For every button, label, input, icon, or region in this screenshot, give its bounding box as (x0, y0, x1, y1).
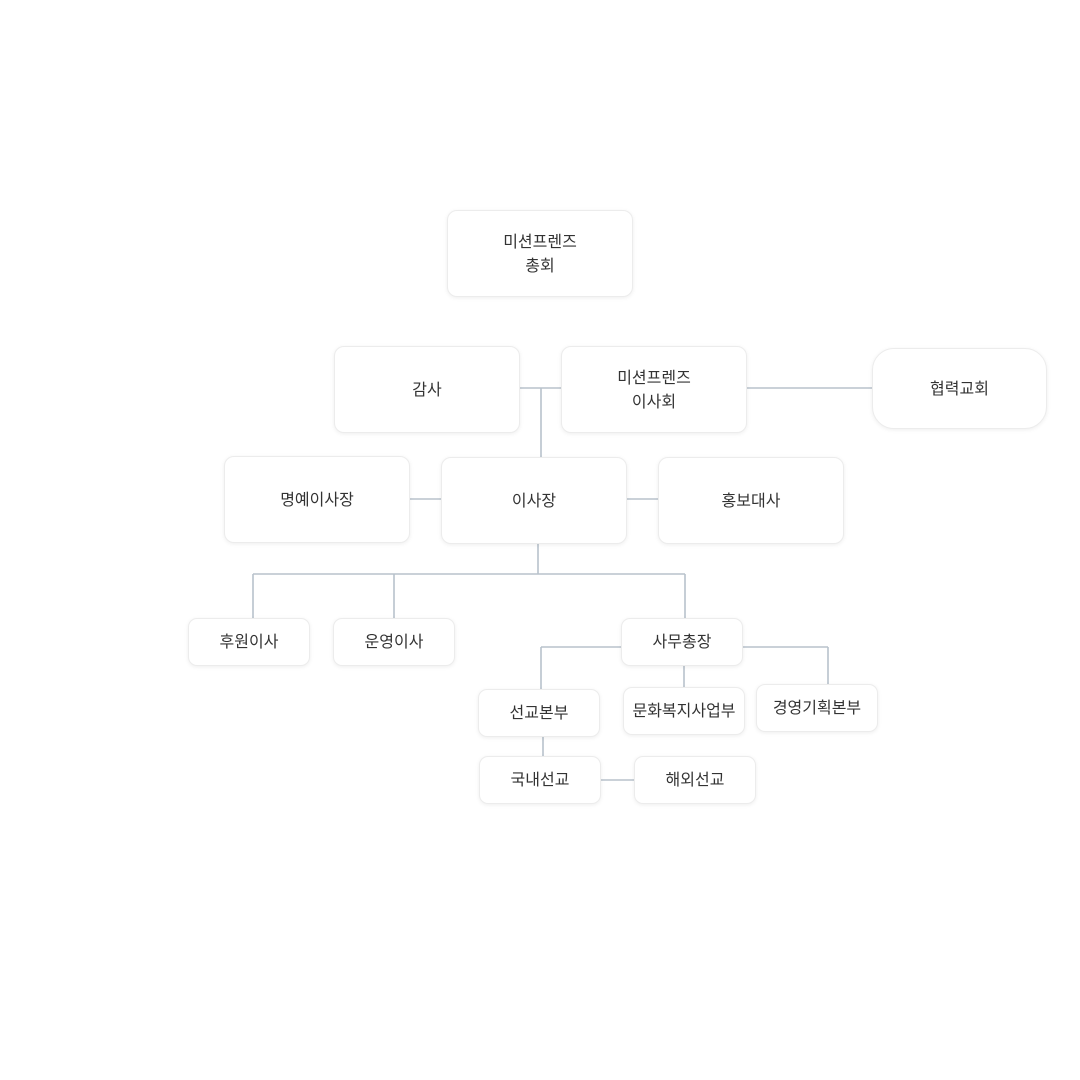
node-honorary-chair: 명예이사장 (224, 456, 410, 543)
node-mission-hq: 선교본부 (478, 689, 600, 737)
node-board-line1: 미션프렌즈 (617, 367, 691, 387)
node-domestic-mission-label: 국내선교 (510, 770, 570, 789)
node-partner-church-label: 협력교회 (930, 378, 989, 398)
node-management-hq-label: 경영기획본부 (772, 698, 862, 717)
node-domestic-mission: 국내선교 (479, 756, 601, 804)
node-ambassador-label: 홍보대사 (721, 490, 781, 510)
node-culture-welfare: 문화복지사업부 (623, 687, 745, 735)
node-operations-director-label: 운영이사 (364, 632, 424, 651)
node-auditor: 감사 (334, 346, 520, 433)
node-honorary-chair-label: 명예이사장 (280, 489, 354, 509)
node-mission-hq-label: 선교본부 (509, 703, 569, 722)
node-general-assembly-line2: 총회 (525, 255, 555, 275)
node-sponsor-director: 후원이사 (188, 618, 310, 666)
node-management-hq: 경영기획본부 (756, 684, 878, 732)
node-sponsor-director-label: 후원이사 (219, 632, 279, 651)
node-culture-welfare-label: 문화복지사업부 (632, 701, 736, 720)
node-board-line2: 이사회 (631, 391, 677, 411)
node-partner-church: 협력교회 (872, 348, 1047, 429)
node-general-assembly-line1: 미션프렌즈 (503, 231, 577, 251)
node-ambassador: 홍보대사 (658, 457, 844, 544)
node-secretary-general-label: 사무총장 (652, 632, 712, 651)
node-secretary-general: 사무총장 (621, 618, 743, 666)
node-overseas-mission: 해외선교 (634, 756, 756, 804)
node-board: 미션프렌즈 이사회 (561, 346, 747, 433)
node-auditor-label: 감사 (412, 379, 442, 399)
node-operations-director: 운영이사 (333, 618, 455, 666)
node-general-assembly: 미션프렌즈 총회 (447, 210, 633, 297)
node-chairman-label: 이사장 (511, 490, 557, 510)
node-chairman: 이사장 (441, 457, 627, 544)
node-overseas-mission-label: 해외선교 (665, 770, 725, 789)
